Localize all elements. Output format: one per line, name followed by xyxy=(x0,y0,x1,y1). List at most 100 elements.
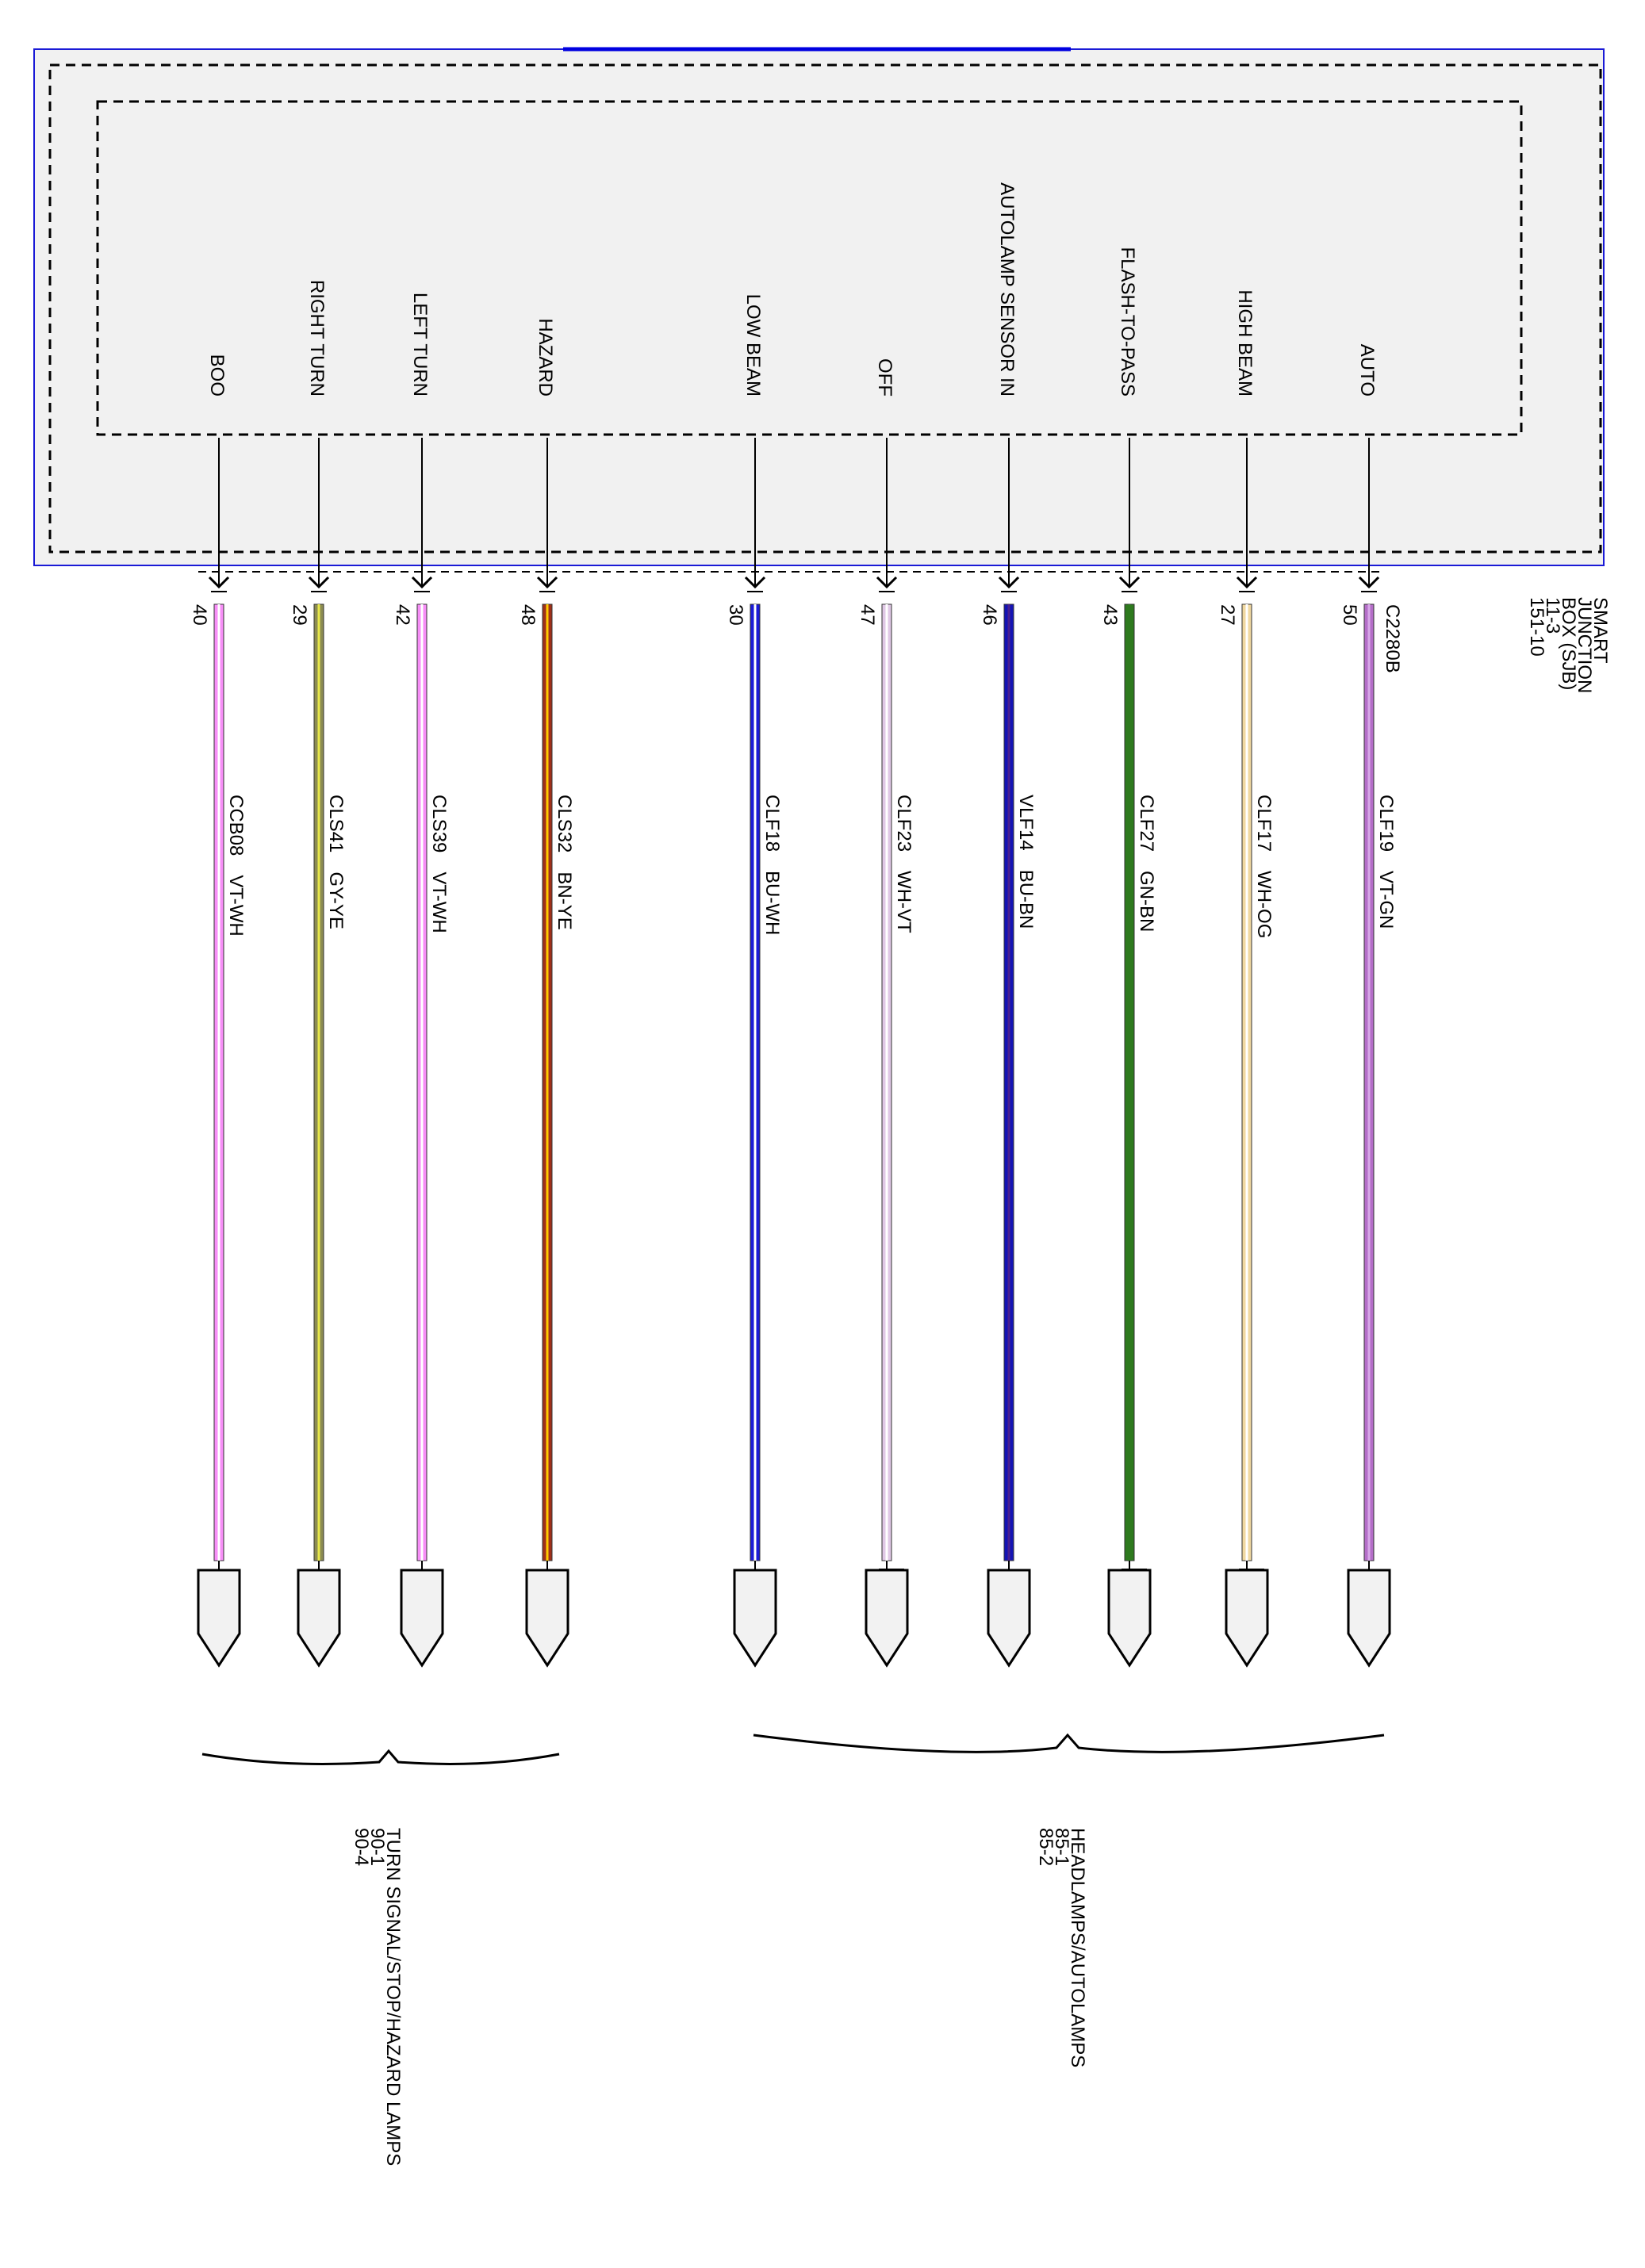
group-label-line: 90-1 xyxy=(366,1828,388,1866)
circuit-color-code: VT-GN xyxy=(1375,871,1397,929)
circuit-function-label: HIGH BEAM xyxy=(1234,289,1256,397)
module-name-line: JUNCTION xyxy=(1574,597,1595,693)
module-name-line: SMART xyxy=(1589,597,1611,664)
module-name-line: BOX (SJB) xyxy=(1558,597,1579,690)
connector-arrow xyxy=(744,576,766,589)
circuit-color-code: WH-OG xyxy=(1253,871,1275,938)
circuit-code: CLF27 xyxy=(1136,795,1157,852)
circuit-function-label: HAZARD xyxy=(535,318,556,397)
circuit-code: CLF17 xyxy=(1253,795,1275,852)
terminal-symbol xyxy=(525,1569,569,1668)
group-label-line: TURN SIGNAL/STOP/HAZARD LAMPS xyxy=(382,1828,404,2166)
terminal-symbol xyxy=(197,1569,241,1668)
wire-stripe xyxy=(1128,604,1131,1561)
group-brace xyxy=(753,1733,1385,1753)
module-inner-dashed-box xyxy=(96,100,1523,436)
pin-number: 27 xyxy=(1217,604,1238,626)
module-name-line: 11-3 xyxy=(1542,597,1563,634)
connector-arrow xyxy=(1358,576,1380,589)
wire-stripe xyxy=(546,604,549,1561)
circuit-function-label: FLASH-TO-PASS xyxy=(1117,247,1138,397)
circuit-color-code: VT-WH xyxy=(428,872,450,933)
circuit-function-label: LOW BEAM xyxy=(742,294,764,397)
circuit-code: VLF14 xyxy=(1015,795,1037,851)
circuit-color-code: WH-VT xyxy=(893,871,915,933)
group-label-line: 85-2 xyxy=(1035,1828,1056,1866)
circuit-code-label: VLF14BU-BN xyxy=(1015,795,1037,929)
pin-number: 30 xyxy=(725,604,746,626)
circuit-color-code: GY-YE xyxy=(325,872,347,929)
circuit-color-code: BU-BN xyxy=(1015,870,1037,929)
circuit-code-label: CLF27GN-BN xyxy=(1136,795,1157,932)
circuit-code: CLS41 xyxy=(325,795,347,852)
group-brace-headlamps xyxy=(753,1733,1385,1753)
wire-stripe xyxy=(1245,604,1248,1561)
module-name: SMART JUNCTION BOX (SJB) 11-3 151-10 xyxy=(1526,597,1611,699)
terminal-symbol xyxy=(1225,1569,1269,1668)
circuit-code: CLF18 xyxy=(761,795,783,852)
wire-stripe xyxy=(885,604,888,1561)
circuit-function-label: BOO xyxy=(206,354,228,397)
group-label-headlamps: HEADLAMPS/AUTOLAMPS 85-1 85-2 xyxy=(1035,1828,1088,2073)
pin-number: 46 xyxy=(979,604,1000,626)
circuit-function-label: LEFT TURN xyxy=(409,293,431,397)
connector-arrow xyxy=(998,576,1020,589)
circuit-code: CLS32 xyxy=(554,795,575,852)
circuit-code-label: CLS32BN-YE xyxy=(554,795,575,930)
circuit-function-label: OFF xyxy=(874,358,895,397)
terminal-symbol xyxy=(865,1569,909,1668)
wire-stripe xyxy=(1007,604,1010,1561)
terminal-symbol xyxy=(1347,1569,1391,1668)
circuit-color-code: GN-BN xyxy=(1136,871,1157,932)
terminal-symbol xyxy=(1107,1569,1152,1668)
wire-stripe xyxy=(217,604,220,1561)
circuit-code: CCB08 xyxy=(225,795,247,856)
circuit-function-label: AUTOLAMP SENSOR IN xyxy=(996,182,1018,397)
wire-stripe xyxy=(317,604,320,1561)
pin-number: 47 xyxy=(857,604,878,626)
connector-arrow xyxy=(876,576,898,589)
connector-arrow xyxy=(308,576,330,589)
circuit-code-label: CLS41GY-YE xyxy=(325,795,347,929)
circuit-color-code: VT-WH xyxy=(225,875,247,936)
connector-arrow xyxy=(1236,576,1258,589)
pin-number: 43 xyxy=(1099,604,1121,626)
connector-arrow xyxy=(1118,576,1141,589)
pin-number: 29 xyxy=(289,604,310,626)
module-name-line: 151-10 xyxy=(1526,597,1547,657)
circuit-code: CLF23 xyxy=(893,795,915,852)
terminal-symbol xyxy=(987,1569,1031,1668)
connector-arrow xyxy=(411,576,433,589)
circuit-function-label: RIGHT TURN xyxy=(306,280,328,397)
terminal-symbol xyxy=(297,1569,341,1668)
connector-arrow xyxy=(208,576,230,589)
wire-stripe xyxy=(753,604,757,1561)
terminal-symbol xyxy=(400,1569,444,1668)
group-label-turn-lamps: TURN SIGNAL/STOP/HAZARD LAMPS 90-1 90-4 xyxy=(351,1828,404,2171)
terminal-symbol xyxy=(733,1569,777,1668)
pin-number: 48 xyxy=(517,604,539,626)
group-brace-turn-lamps xyxy=(201,1749,560,1765)
circuit-function-label: AUTO xyxy=(1356,344,1378,397)
connector-arrow xyxy=(536,576,558,589)
circuit-code: CLF19 xyxy=(1375,795,1397,852)
group-brace xyxy=(201,1749,560,1765)
module-outer-box xyxy=(33,48,1605,566)
circuit-code-label: CLF23WH-VT xyxy=(893,795,915,933)
pin-number: 50 xyxy=(1339,604,1360,626)
module-dashed-boundary xyxy=(48,63,1602,554)
group-label-line: 85-1 xyxy=(1051,1828,1072,1866)
connector-id: C2280B xyxy=(1382,604,1403,673)
